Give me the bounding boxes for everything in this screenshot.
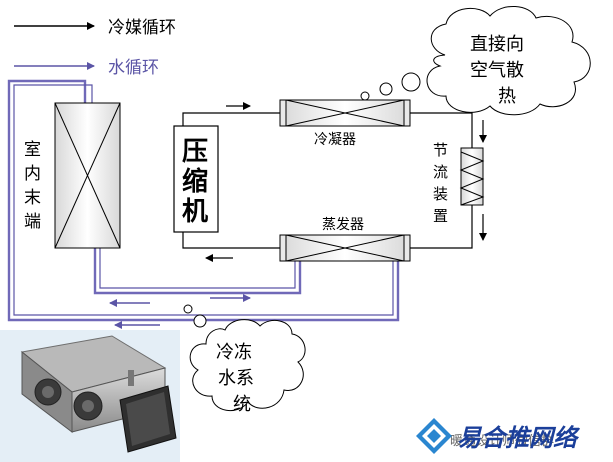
heat-rejection-text: 空气散 bbox=[470, 60, 524, 81]
indoor-terminal: 室 内 末 端 bbox=[24, 102, 121, 249]
chilled-water-cloud: 冷冻 水系 统 bbox=[183, 304, 306, 415]
chilled-water-text: 水系 bbox=[218, 368, 254, 389]
water-legend-label: 水循环 bbox=[108, 58, 159, 78]
watermark-caption: 暖通设计师微信群 bbox=[450, 434, 554, 449]
evaporator: 蒸发器 bbox=[279, 217, 411, 262]
heat-rejection-text: 直接向 bbox=[470, 34, 524, 55]
heat-rejection-text: 热 bbox=[498, 86, 516, 107]
indoor-terminal-label: 内 bbox=[24, 164, 41, 184]
watermark-logo-icon bbox=[416, 418, 452, 454]
watermark-brand: 易合推网络 bbox=[457, 423, 581, 452]
throttle-label: 装 bbox=[433, 185, 448, 203]
refrigerant-circuit bbox=[182, 102, 487, 262]
fan-coil-unit-image bbox=[0, 330, 180, 462]
throttle-device: 节 流 装 置 bbox=[433, 141, 485, 225]
compressor-label: 压 bbox=[182, 137, 208, 167]
chilled-water-text: 冷冻 bbox=[216, 342, 252, 363]
throttle-label: 置 bbox=[433, 207, 448, 225]
heat-rejection-cloud: 直接向 空气散 热 bbox=[360, 6, 591, 116]
indoor-terminal-label: 室 bbox=[24, 140, 41, 160]
chilled-water-text: 统 bbox=[233, 394, 251, 415]
compressor: 压 缩 机 bbox=[173, 125, 219, 233]
compressor-label: 缩 bbox=[182, 166, 208, 197]
compressor-label: 机 bbox=[182, 197, 208, 227]
condenser: 冷凝器 bbox=[279, 99, 411, 148]
legend: 冷媒循环 水循环 bbox=[14, 18, 176, 78]
throttle-label: 节 bbox=[433, 141, 448, 159]
indoor-terminal-label: 端 bbox=[24, 212, 41, 232]
water-circuit bbox=[7, 79, 400, 329]
evaporator-label: 蒸发器 bbox=[322, 217, 364, 233]
condenser-label: 冷凝器 bbox=[314, 132, 356, 148]
watermark: 暖通设计师微信群 易合推网络 bbox=[416, 418, 581, 454]
refrigerant-legend-label: 冷媒循环 bbox=[108, 18, 176, 38]
indoor-terminal-label: 末 bbox=[24, 188, 41, 208]
throttle-label: 流 bbox=[433, 163, 448, 181]
